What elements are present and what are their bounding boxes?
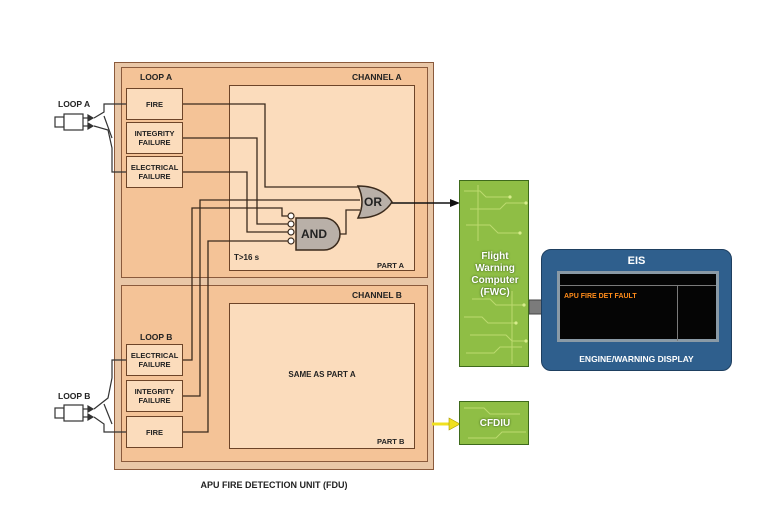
- timer-label: T>16 s: [234, 253, 260, 262]
- fwc-board: Flight Warning Computer (FWC): [459, 180, 529, 367]
- loop-b-integrity-failure-box: INTEGRITY FAILURE: [126, 380, 183, 412]
- loop-b-electrical-failure-box: ELECTRICAL FAILURE: [126, 344, 183, 376]
- fwc-arrowhead: [450, 199, 460, 207]
- part-b-box: [229, 303, 415, 449]
- fwc-circuit-traces: [464, 185, 528, 364]
- loop-b-electrical-wire: [183, 207, 290, 361]
- or-gate: [356, 185, 393, 219]
- cfdiu-arrowhead: [448, 417, 461, 431]
- electrical-to-and-wire: [183, 171, 290, 233]
- eis-warning-message: APU FIRE DET FAULT: [564, 293, 637, 300]
- channel-a-label: CHANNEL A: [352, 72, 402, 82]
- cfdiu-label: CFDIU: [479, 418, 511, 429]
- loop-a-connector-label: LOOP A: [58, 99, 91, 109]
- same-as-part-a-label: SAME AS PART A: [288, 370, 356, 379]
- loop-b-fire-box: FIRE: [126, 416, 183, 448]
- cfdiu-circuit-traces: [464, 407, 526, 439]
- eis-title: EIS: [627, 255, 646, 267]
- and-inverter-bubbles: [287, 212, 295, 245]
- eis-screen-divider: [560, 285, 716, 286]
- loop-a-electrical-failure-box: ELECTRICAL FAILURE: [126, 156, 183, 188]
- loop-b-integrity-wire: [183, 199, 360, 397]
- and-gate: [295, 217, 341, 251]
- loop-a-connector: [54, 103, 126, 173]
- loop-a-wires: [183, 103, 360, 233]
- loop-b-connector-label: LOOP B: [58, 391, 91, 401]
- fwc-label: Flight Warning Computer (FWC): [471, 251, 519, 298]
- part-a-box: [229, 85, 415, 271]
- fdu-caption: APU FIRE DETECTION UNIT (FDU): [200, 480, 348, 490]
- eis-caption: ENGINE/WARNING DISPLAY: [579, 354, 694, 364]
- loop-b-fire-wire: [183, 240, 290, 433]
- loop-a-integrity-failure-box: INTEGRITY FAILURE: [126, 122, 183, 154]
- part-a-label: PART A: [377, 261, 405, 270]
- channel-b-label: CHANNEL B: [352, 290, 402, 300]
- cfdiu-board: CFDIU: [459, 401, 529, 445]
- part-b-label: PART B: [377, 437, 405, 446]
- fire-to-or-wire: [183, 103, 360, 188]
- and-gate-label: AND: [301, 227, 327, 241]
- eis-screen: APU FIRE DET FAULT: [557, 271, 719, 342]
- loop-a-section-label: LOOP A: [140, 72, 173, 82]
- loop-a-fire-box: FIRE: [126, 88, 183, 120]
- and-to-or-wire: [340, 209, 360, 235]
- eis-screen-vertical-divider: [677, 285, 678, 341]
- integrity-to-and-wire: [183, 137, 290, 225]
- loop-b-section-label: LOOP B: [140, 332, 173, 342]
- loop-b-connector: [54, 359, 126, 433]
- or-gate-label: OR: [364, 195, 382, 209]
- loop-b-wires: [183, 199, 360, 433]
